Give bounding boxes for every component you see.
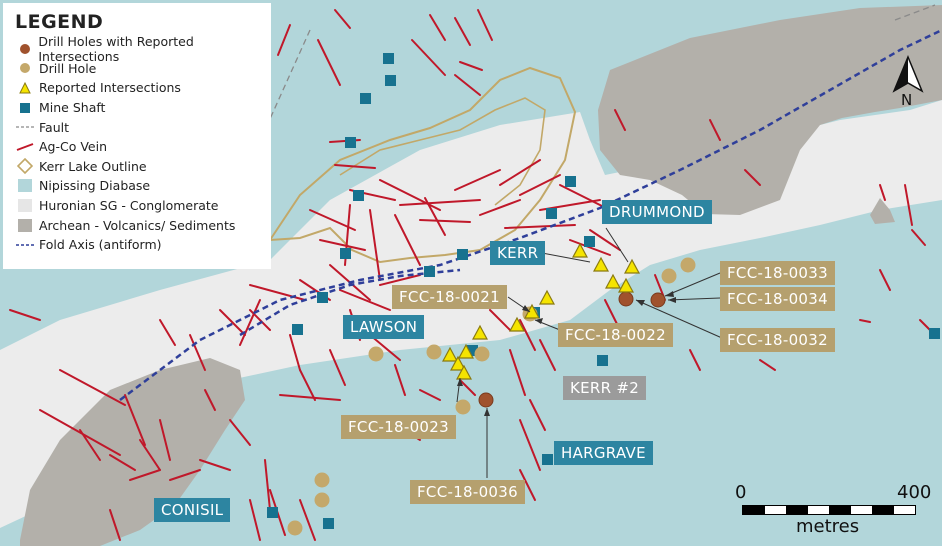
legend-panel: LEGEND Drill Holes with Reported Interse… — [3, 3, 271, 269]
fault-line-north — [264, 29, 311, 131]
area-label-conisil: CONISIL — [154, 498, 231, 522]
scale-end-label: 400 — [897, 482, 932, 503]
legend-item-nipissing-diabase: Nipissing Diabase — [15, 176, 271, 196]
archean-area-northeast — [598, 5, 942, 215]
legend-item-fault: Fault — [15, 117, 271, 137]
legend-item-mine-shaft: Mine Shaft — [15, 98, 271, 118]
kerr-lake-outline — [268, 66, 577, 264]
leader-arrowheads — [457, 291, 676, 416]
drill-label-fcc-18-0036: FCC-18-0036 — [410, 480, 525, 504]
blue-dashed-line-icon — [15, 237, 35, 253]
drill-label-fcc-18-0034: FCC-18-0034 — [720, 287, 835, 311]
light-gray-swatch-icon — [15, 198, 35, 214]
area-label-kerr: KERR — [490, 241, 546, 265]
area-label-drummond: DRUMMOND — [602, 200, 712, 224]
legend-item-kerr-lake-outline: Kerr Lake Outline — [15, 157, 271, 177]
drill-label-fcc-18-0021: FCC-18-0021 — [392, 285, 507, 309]
fault-line-northeast — [894, 4, 936, 21]
legend-item-fold-axis: Fold Axis (antiform) — [15, 235, 271, 255]
drill-holes-with-intersections — [478, 291, 666, 408]
legend-item-huronian-conglomerate: Huronian SG - Conglomerate — [15, 196, 271, 216]
drill-label-fcc-18-0033: FCC-18-0033 — [720, 261, 835, 285]
legend-item-label: Fault — [39, 119, 69, 135]
legend-item-label: Fold Axis (antiform) — [39, 237, 162, 253]
kerr-lake-outline-inner — [339, 97, 546, 206]
drill-label-fcc-18-0023: FCC-18-0023 — [341, 415, 456, 439]
legend-item-drill-hole: Drill Hole — [15, 59, 271, 79]
legend-item-archean: Archean - Volcanics/ Sediments — [15, 215, 271, 235]
area-label-kerr-2: KERR #2 — [563, 376, 647, 400]
archean-area-southwest — [20, 358, 245, 546]
brown-dot-icon — [15, 41, 34, 57]
legend-item-drill-holes-intersections: Drill Holes with Reported Intersections — [15, 34, 271, 64]
square-icon — [15, 100, 35, 116]
mine-shafts — [267, 53, 940, 529]
north-arrow-icon — [892, 55, 924, 93]
north-label: N — [901, 91, 913, 109]
legend-title: LEGEND — [15, 11, 104, 33]
area-label-hargrave: HARGRAVE — [554, 441, 653, 465]
drill-holes — [287, 257, 696, 536]
scale-start-label: 0 — [735, 482, 747, 503]
north-arrow: N — [890, 55, 926, 115]
archean-area-east-lobe — [870, 198, 895, 224]
red-line-icon — [15, 139, 35, 155]
yellow-triangle-icon — [15, 80, 35, 96]
blue-swatch-icon — [15, 178, 35, 194]
legend-item-label: Drill Holes with Reported Intersections — [38, 33, 194, 64]
legend-item-label: Nipissing Diabase — [39, 178, 151, 194]
ag-co-veins — [9, 9, 931, 541]
legend-item-label: Reported Intersections — [39, 80, 181, 96]
diamond-icon — [15, 158, 35, 175]
tan-dot-icon — [15, 60, 35, 76]
dashed-line-icon — [15, 119, 35, 135]
legend-item-label: Mine Shaft — [39, 100, 106, 116]
legend-item-reported-intersections: Reported Intersections — [15, 78, 271, 98]
legend-item-label: Drill Hole — [39, 60, 97, 76]
legend-item-label: Archean - Volcanics/ Sediments — [39, 217, 236, 233]
scale-bar — [742, 505, 916, 515]
gray-swatch-icon — [15, 217, 35, 233]
area-label-lawson: LAWSON — [343, 315, 425, 339]
reported-intersections — [441, 242, 641, 380]
fold-axis-upper — [239, 268, 461, 337]
fold-axis-main — [119, 28, 942, 401]
scale-unit-label: metres — [796, 516, 860, 537]
drill-label-fcc-18-0032: FCC-18-0032 — [720, 328, 835, 352]
legend-item-label: Kerr Lake Outline — [39, 158, 147, 174]
drill-label-fcc-18-0022: FCC-18-0022 — [558, 323, 673, 347]
legend-item-label: Huronian SG - Conglomerate — [39, 198, 219, 214]
legend-item-label: Ag-Co Vein — [39, 139, 108, 155]
legend-item-ag-co-vein: Ag-Co Vein — [15, 137, 271, 157]
